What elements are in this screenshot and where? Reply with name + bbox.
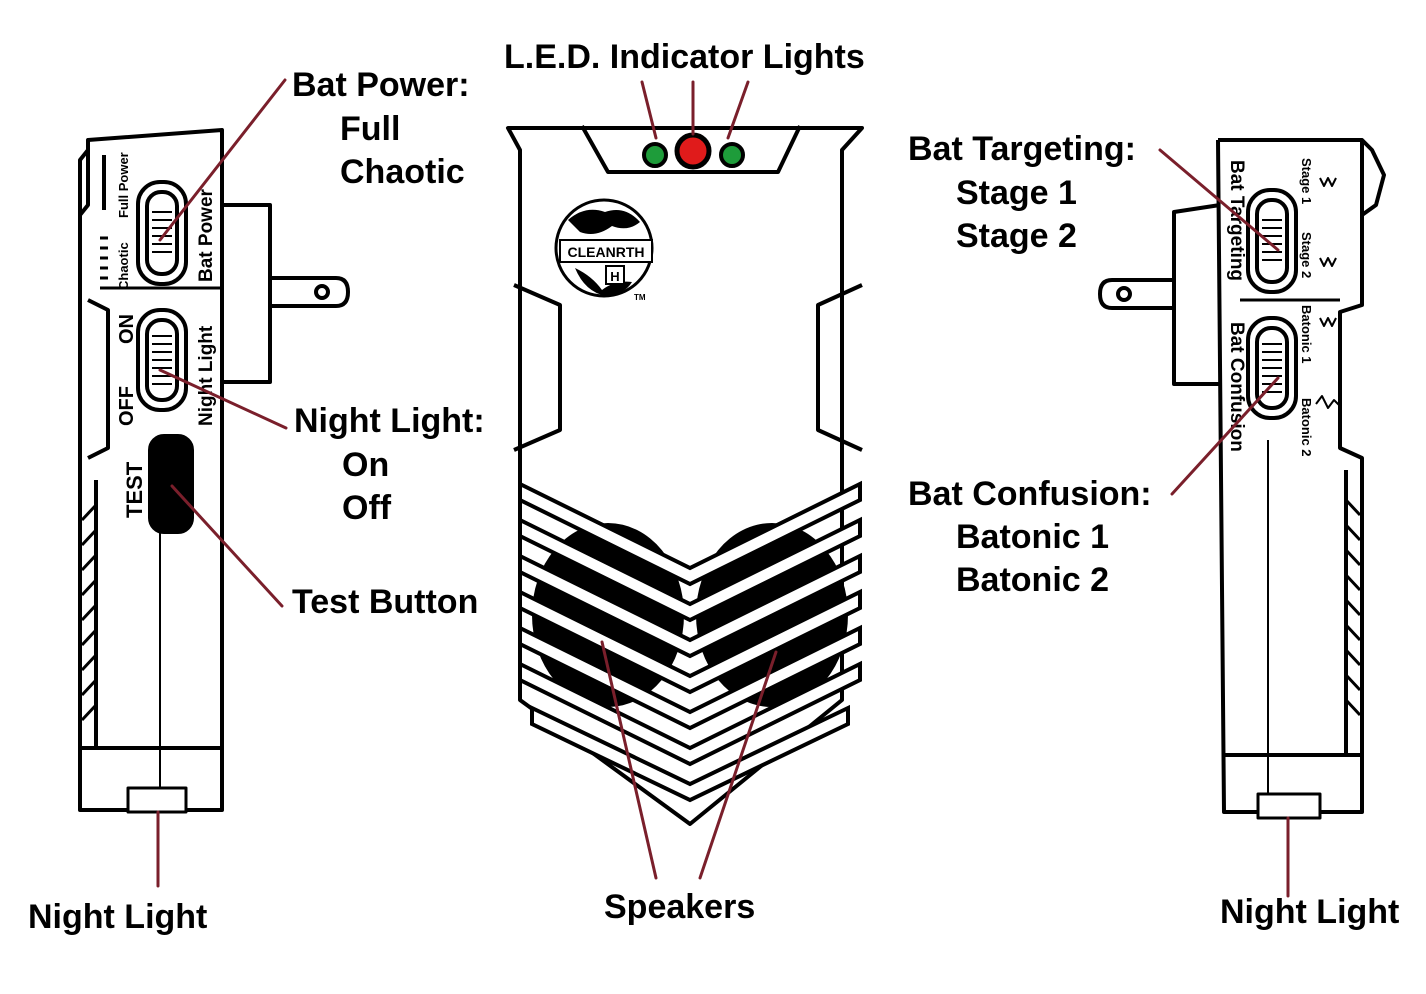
test-button-label: Test Button — [292, 583, 479, 621]
bat-power-option-full: Full — [340, 110, 401, 148]
night-light-option-on: On — [342, 446, 390, 484]
cleanrth-logo: CLEANRTH H TM — [554, 198, 654, 302]
night-light-right-label: Night Light — [1220, 893, 1400, 931]
full-power-text: Full Power — [116, 152, 131, 218]
logo-badge: H — [610, 269, 619, 284]
night-light-left-label: Night Light — [28, 898, 208, 936]
led-indicator-label: L.E.D. Indicator Lights — [504, 38, 865, 76]
led-green-left — [642, 142, 668, 168]
led-green-right — [719, 142, 745, 168]
trademark: TM — [634, 293, 646, 302]
led-red-center — [674, 132, 712, 170]
leader-lines — [156, 78, 1290, 898]
bat-power-label: Bat Power: — [292, 66, 470, 104]
off-text: OFF — [116, 386, 138, 426]
left-device — [78, 128, 350, 814]
test-text: TEST — [122, 461, 147, 518]
on-text: ON — [116, 314, 138, 344]
logo-text: CLEANRTH — [568, 244, 645, 260]
right-device — [1098, 138, 1386, 820]
night-light-text: Night Light — [196, 325, 217, 426]
stage2-text: Stage 2 — [1299, 232, 1314, 278]
bat-targeting-option-stage1: Stage 1 — [956, 174, 1077, 212]
bat-targeting-label: Bat Targeting: — [908, 130, 1136, 168]
bat-targeting-text: Bat Targeting — [1226, 160, 1247, 281]
batonic1-text: Batonic 1 — [1299, 305, 1314, 364]
bat-confusion-option-batonic1: Batonic 1 — [956, 518, 1110, 556]
bat-confusion-option-batonic2: Batonic 2 — [956, 561, 1110, 599]
stage1-text: Stage 1 — [1299, 158, 1314, 204]
bat-confusion-label: Bat Confusion: — [908, 475, 1152, 513]
night-light-switch-label: Night Light: — [294, 402, 485, 440]
speaker-grille — [518, 480, 862, 803]
bat-power-option-chaotic: Chaotic — [340, 153, 465, 191]
speakers-label: Speakers — [604, 888, 756, 926]
bat-targeting-option-stage2: Stage 2 — [956, 217, 1077, 255]
bat-power-text: Bat Power — [196, 188, 217, 282]
night-light-option-off: Off — [342, 489, 392, 527]
chaotic-text: Chaotic — [116, 242, 131, 290]
batonic2-text: Batonic 2 — [1299, 398, 1314, 457]
